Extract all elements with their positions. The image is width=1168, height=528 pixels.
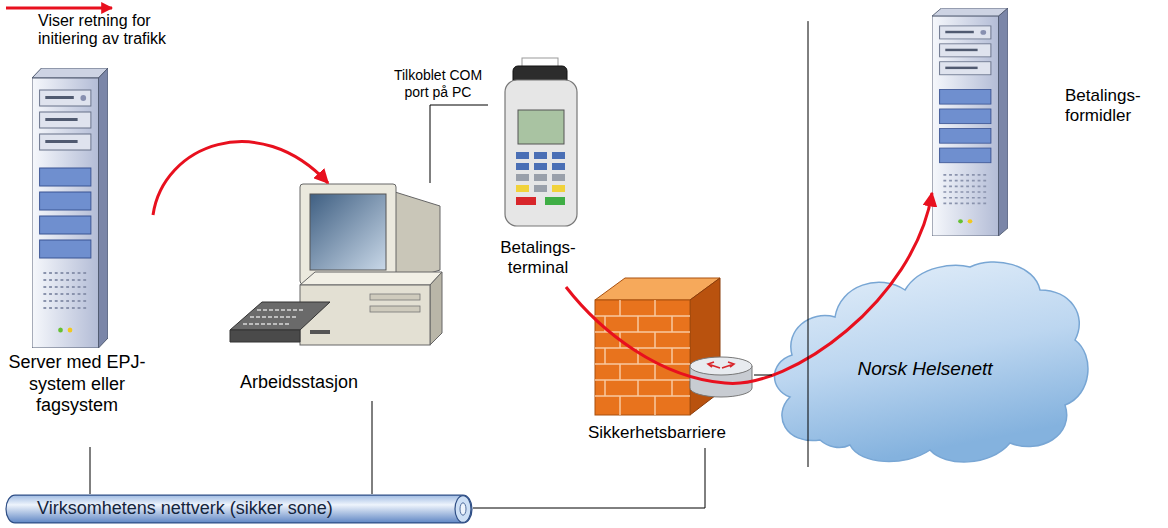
edge-label: Tilkoblet COM port på PC xyxy=(381,67,495,101)
server-node: Server med EPJ- system eller fagsystem xyxy=(3,65,153,447)
pipe-body xyxy=(6,495,472,523)
text-slot: Sikkerhetsbarriere xyxy=(588,423,752,443)
traffic-arrow xyxy=(566,193,932,383)
text-slot: Norsk Helsenett xyxy=(825,358,1025,381)
node-label: Sikkerhetsbarriere xyxy=(588,423,752,443)
payment-terminal-icon xyxy=(505,58,577,226)
server-icon xyxy=(32,68,108,348)
text-slot: Viser retning for initiering av trafikk xyxy=(38,12,188,47)
cloud-outline xyxy=(775,262,1088,462)
pipe-end-inner xyxy=(460,503,466,515)
firewall-node: Sikkerhetsbarriere xyxy=(588,272,754,448)
text-slot: Betalings- formidler xyxy=(1065,86,1153,127)
legend: Viser retning for initiering av trafikk xyxy=(0,0,240,52)
legend-text: Viser retning for initiering av trafikk xyxy=(38,12,188,47)
text-slot: Virksomhetens nettverk (sikker sone) xyxy=(37,498,457,520)
workstation-icon xyxy=(230,184,442,345)
node-label: Arbeidsstasjon xyxy=(240,372,390,394)
network-line xyxy=(90,447,91,494)
node-label: Virksomhetens nettverk (sikker sone) xyxy=(37,498,457,520)
network-bus: Virksomhetens nettverk (sikker sone) xyxy=(5,494,473,524)
node-label: Betalings- formidler xyxy=(1065,86,1153,127)
network-line xyxy=(808,21,809,467)
text-slot: Betalings- terminal xyxy=(490,238,586,279)
pipe-end xyxy=(455,496,471,523)
network-line xyxy=(473,448,705,508)
text-slot: Server med EPJ- system eller fagsystem xyxy=(3,352,151,417)
network-line xyxy=(754,375,772,376)
node-label: Server med EPJ- system eller fagsystem xyxy=(3,352,151,417)
router-icon xyxy=(690,357,752,397)
edge-label-slot: Tilkoblet COM port på PC xyxy=(381,67,495,101)
terminal-node: Betalings- terminal xyxy=(488,62,588,287)
workstation-node: Arbeidsstasjon xyxy=(228,183,445,401)
node-label: Betalings- terminal xyxy=(490,238,586,279)
payment-server-node: Betalings- formidler xyxy=(932,8,1157,240)
network-line xyxy=(372,401,373,494)
connectors xyxy=(90,21,932,508)
node-label: Norsk Helsenett xyxy=(825,358,1025,381)
text-slot: Arbeidsstasjon xyxy=(240,372,390,394)
traffic-arrow xyxy=(153,142,328,215)
cloud-node: Norsk Helsenett xyxy=(770,255,1090,467)
network-line xyxy=(430,105,488,183)
server-icon xyxy=(932,8,1008,236)
legend-line xyxy=(6,7,112,10)
